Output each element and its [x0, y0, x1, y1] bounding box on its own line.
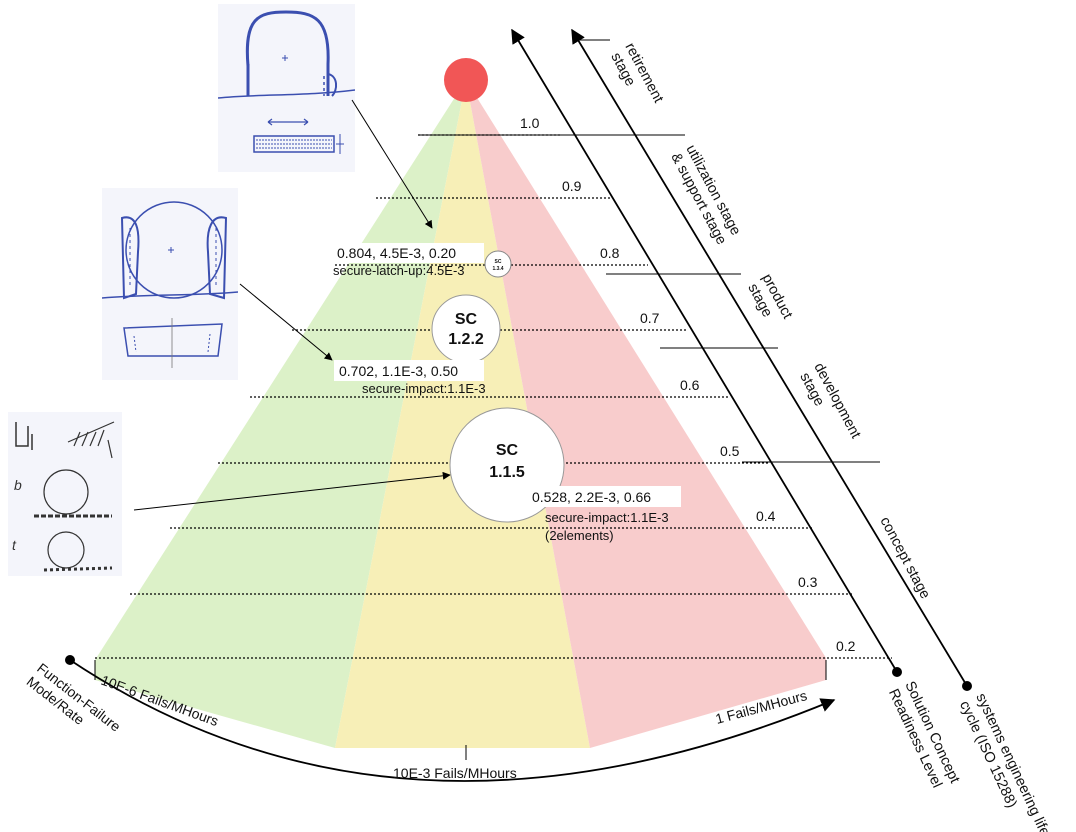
readiness-level-label: 0.8 [600, 245, 620, 261]
stage-label-concept: concept stage [876, 514, 933, 601]
readiness-axis-origin [892, 667, 902, 677]
lifecycle-axis-title: systems engineering life cycle (ISO 1528… [956, 691, 1053, 832]
readiness-axis-arrow [511, 28, 898, 673]
readiness-level-label: 0.6 [680, 377, 700, 393]
stage-label-utilization: utilization stage & support stage [667, 142, 743, 247]
sc134-metrics: 0.804, 4.5E-3, 0.20 [337, 245, 456, 261]
readiness-level-label: 0.5 [720, 443, 740, 459]
high-failure-region [466, 80, 826, 748]
readiness-level-lines: 1.0 0.9 0.8 0.7 0.6 0.5 0.4 0.3 0.2 [95, 115, 892, 659]
failure-rate-arrow-origin [65, 655, 75, 665]
sc115-id-line2: 1.1.5 [489, 464, 525, 481]
sc134-note: secure-latch-up:4.5E-3 [333, 263, 465, 278]
sc115-metrics-box [527, 486, 681, 507]
failure-rate-ticks [94, 660, 827, 760]
sc115-metrics: 0.528, 2.2E-3, 0.66 [532, 489, 651, 505]
solution-concept-1-2-2-node[interactable] [431, 294, 501, 364]
sc134-id-line1: SC [495, 259, 502, 265]
sc122-metrics: 0.702, 1.1E-3, 0.50 [339, 363, 458, 379]
mid-failure-region [335, 80, 590, 748]
sc134-metrics-box [332, 243, 484, 263]
sketch-pointer-lines [133, 99, 451, 511]
sc122-id-line2: 1.2.2 [448, 331, 484, 348]
readiness-level-label: 0.4 [756, 508, 776, 524]
sc134-id-line2: 1.3.4 [492, 266, 503, 272]
solution-concept-1-3-4-node[interactable] [484, 250, 512, 278]
svg-text:b: b [14, 477, 22, 493]
lifecycle-axis-arrow [571, 28, 968, 687]
sc122-note: secure-impact:1.1E-3 [362, 381, 486, 396]
lifecycle-axis-origin [962, 681, 972, 691]
failure-rate-arrow [69, 659, 836, 782]
sc122-id-line1: SC [455, 311, 478, 328]
readiness-level-label: 0.7 [640, 310, 660, 326]
readiness-level-label: 0.9 [562, 178, 582, 194]
readiness-level-label: 0.3 [798, 574, 818, 590]
sketch-image-impact-guard [101, 188, 239, 380]
sc115-note: secure-impact:1.1E-3 [545, 510, 669, 525]
failure-rate-mid-label: 10E-3 Fails/MHours [393, 765, 517, 781]
readiness-level-label: 1.0 [520, 115, 540, 131]
apex-marker [444, 58, 488, 102]
stage-label-product: product stage [744, 271, 795, 321]
readiness-axis-title: Solution Concept Readiness Level [885, 679, 962, 791]
sketch-image-latch [217, 4, 356, 172]
svg-text:t: t [12, 537, 17, 553]
readiness-level-label: 0.2 [836, 638, 856, 654]
stage-label-development: development stage [796, 360, 863, 441]
sc115-note2: (2elements) [545, 528, 614, 543]
sc115-id-line1: SC [496, 442, 519, 459]
sc122-metrics-box [334, 360, 484, 381]
sketch-image-ball-guides: b t [8, 412, 122, 576]
